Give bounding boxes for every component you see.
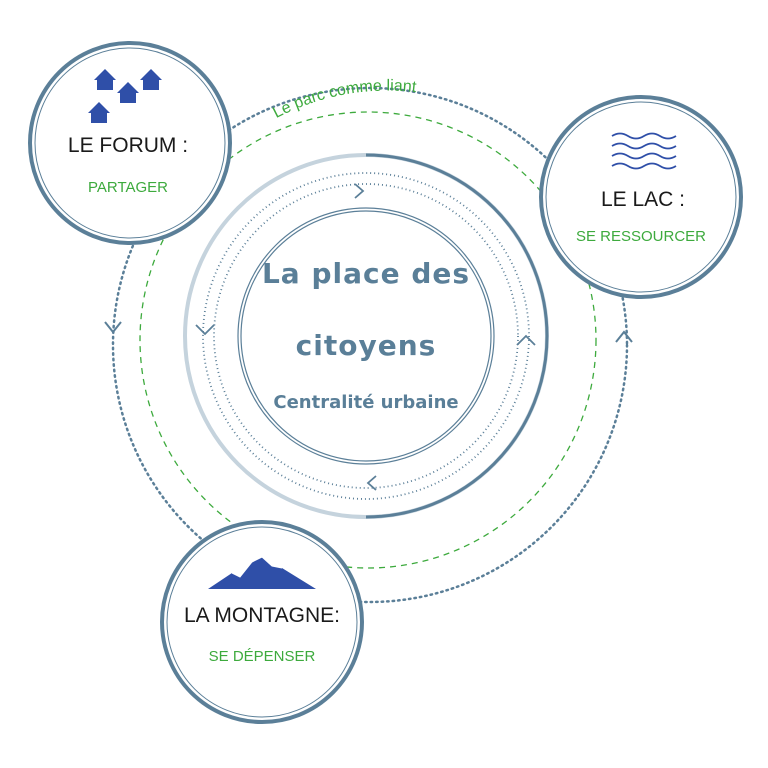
forum-title: LE FORUM : bbox=[68, 134, 188, 157]
houses-icon bbox=[88, 69, 162, 123]
lac-title: LE LAC : bbox=[601, 188, 685, 211]
lac-subtitle: SE RESSOURCER bbox=[576, 228, 706, 245]
arrow-right-icon bbox=[354, 183, 365, 199]
center-title-line2: citoyens bbox=[296, 329, 437, 362]
central-inner-ring-2 bbox=[240, 210, 492, 462]
center-title-line1: La place des bbox=[262, 257, 470, 290]
center-subtitle: Centralité urbaine bbox=[273, 392, 458, 413]
montagne-subtitle: SE DÉPENSER bbox=[209, 648, 316, 665]
node-lac: LE LAC : SE RESSOURCER bbox=[539, 95, 743, 299]
arrow-up-icon bbox=[615, 330, 633, 343]
montagne-title: LA MONTAGNE: bbox=[184, 604, 340, 627]
central-dotted-ring-1 bbox=[202, 172, 530, 500]
mountain-icon bbox=[208, 557, 316, 589]
outer-dotted-loop bbox=[111, 86, 629, 604]
forum-subtitle: PARTAGER bbox=[88, 179, 168, 196]
arrow-left-icon bbox=[366, 475, 377, 491]
arrow-down-icon bbox=[195, 324, 215, 336]
node-forum: LE FORUM : PARTAGER bbox=[28, 41, 232, 245]
park-dashed-loop bbox=[139, 111, 597, 569]
central-dotted-ring-2 bbox=[213, 183, 519, 489]
central-inner-ring bbox=[237, 207, 495, 465]
arrow-up-icon bbox=[516, 334, 536, 346]
node-montagne: LA MONTAGNE: SE DÉPENSER bbox=[160, 520, 364, 724]
park-link-label: Le parc comme liant bbox=[270, 78, 417, 122]
central-outer-ring bbox=[365, 153, 549, 519]
waves-icon bbox=[611, 132, 677, 170]
arrow-down-icon bbox=[104, 321, 122, 334]
